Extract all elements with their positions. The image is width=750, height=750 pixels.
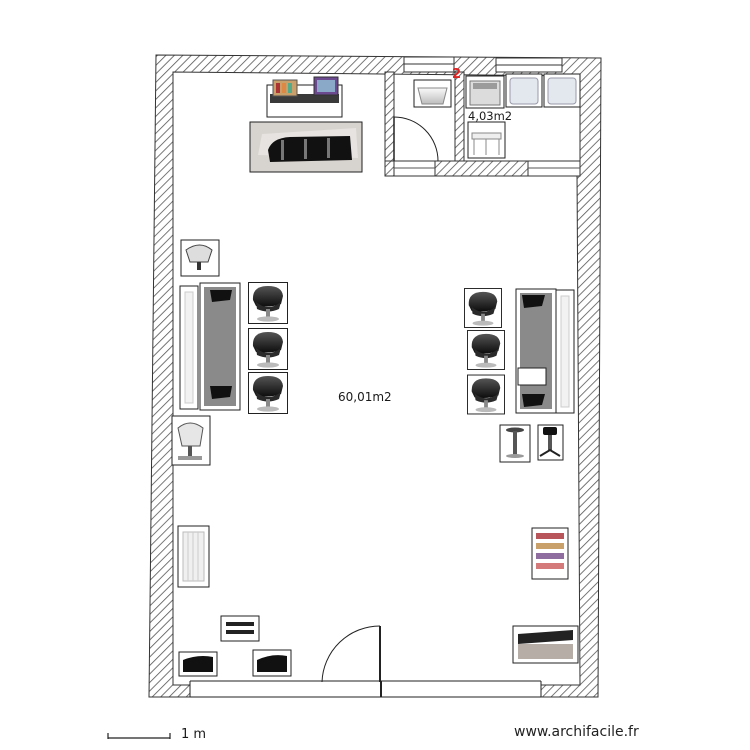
stool-icon[interactable] bbox=[537, 424, 564, 461]
reception-desk-icon[interactable] bbox=[512, 625, 579, 664]
washbasin-icon[interactable] bbox=[413, 79, 452, 108]
hood-dryer-icon[interactable] bbox=[171, 415, 211, 466]
product-display-icon[interactable] bbox=[531, 527, 569, 580]
room-area-main: 60,01m2 bbox=[338, 390, 392, 404]
station-right[interactable] bbox=[515, 288, 557, 414]
radiator-icon bbox=[177, 525, 210, 588]
door-wc[interactable] bbox=[393, 116, 439, 162]
styling-chair-icon[interactable] bbox=[464, 288, 502, 328]
svg-text:2: 2 bbox=[452, 67, 461, 82]
styling-chair-icon[interactable] bbox=[467, 330, 505, 370]
stool-icon[interactable] bbox=[499, 424, 531, 463]
watermark: www.archifacile.fr bbox=[514, 724, 639, 740]
waiting-seat-icon[interactable] bbox=[178, 651, 218, 677]
mirror-left bbox=[179, 285, 199, 410]
station-left[interactable] bbox=[199, 282, 241, 411]
styling-chair-icon[interactable] bbox=[248, 282, 288, 324]
room-area-small: 4,03m2 bbox=[468, 109, 513, 123]
door-entrance[interactable] bbox=[321, 625, 381, 683]
waiting-seat-icon[interactable] bbox=[252, 649, 292, 677]
styling-chair-icon[interactable] bbox=[248, 328, 288, 370]
styling-chair-icon[interactable] bbox=[248, 372, 288, 414]
scale-bar bbox=[107, 733, 171, 739]
mirror-right bbox=[555, 289, 575, 414]
back-room-equipment[interactable] bbox=[465, 73, 581, 159]
scale-label: 1 m bbox=[181, 727, 207, 742]
walls bbox=[148, 54, 602, 698]
styling-chair-icon[interactable] bbox=[467, 374, 505, 415]
door-marker: 2 bbox=[452, 67, 461, 82]
hood-dryer-icon[interactable] bbox=[180, 239, 220, 277]
washing-station-icon[interactable] bbox=[266, 76, 343, 118]
trolley-icon[interactable] bbox=[220, 615, 260, 642]
shampoo-bowls-icon[interactable] bbox=[249, 121, 363, 173]
